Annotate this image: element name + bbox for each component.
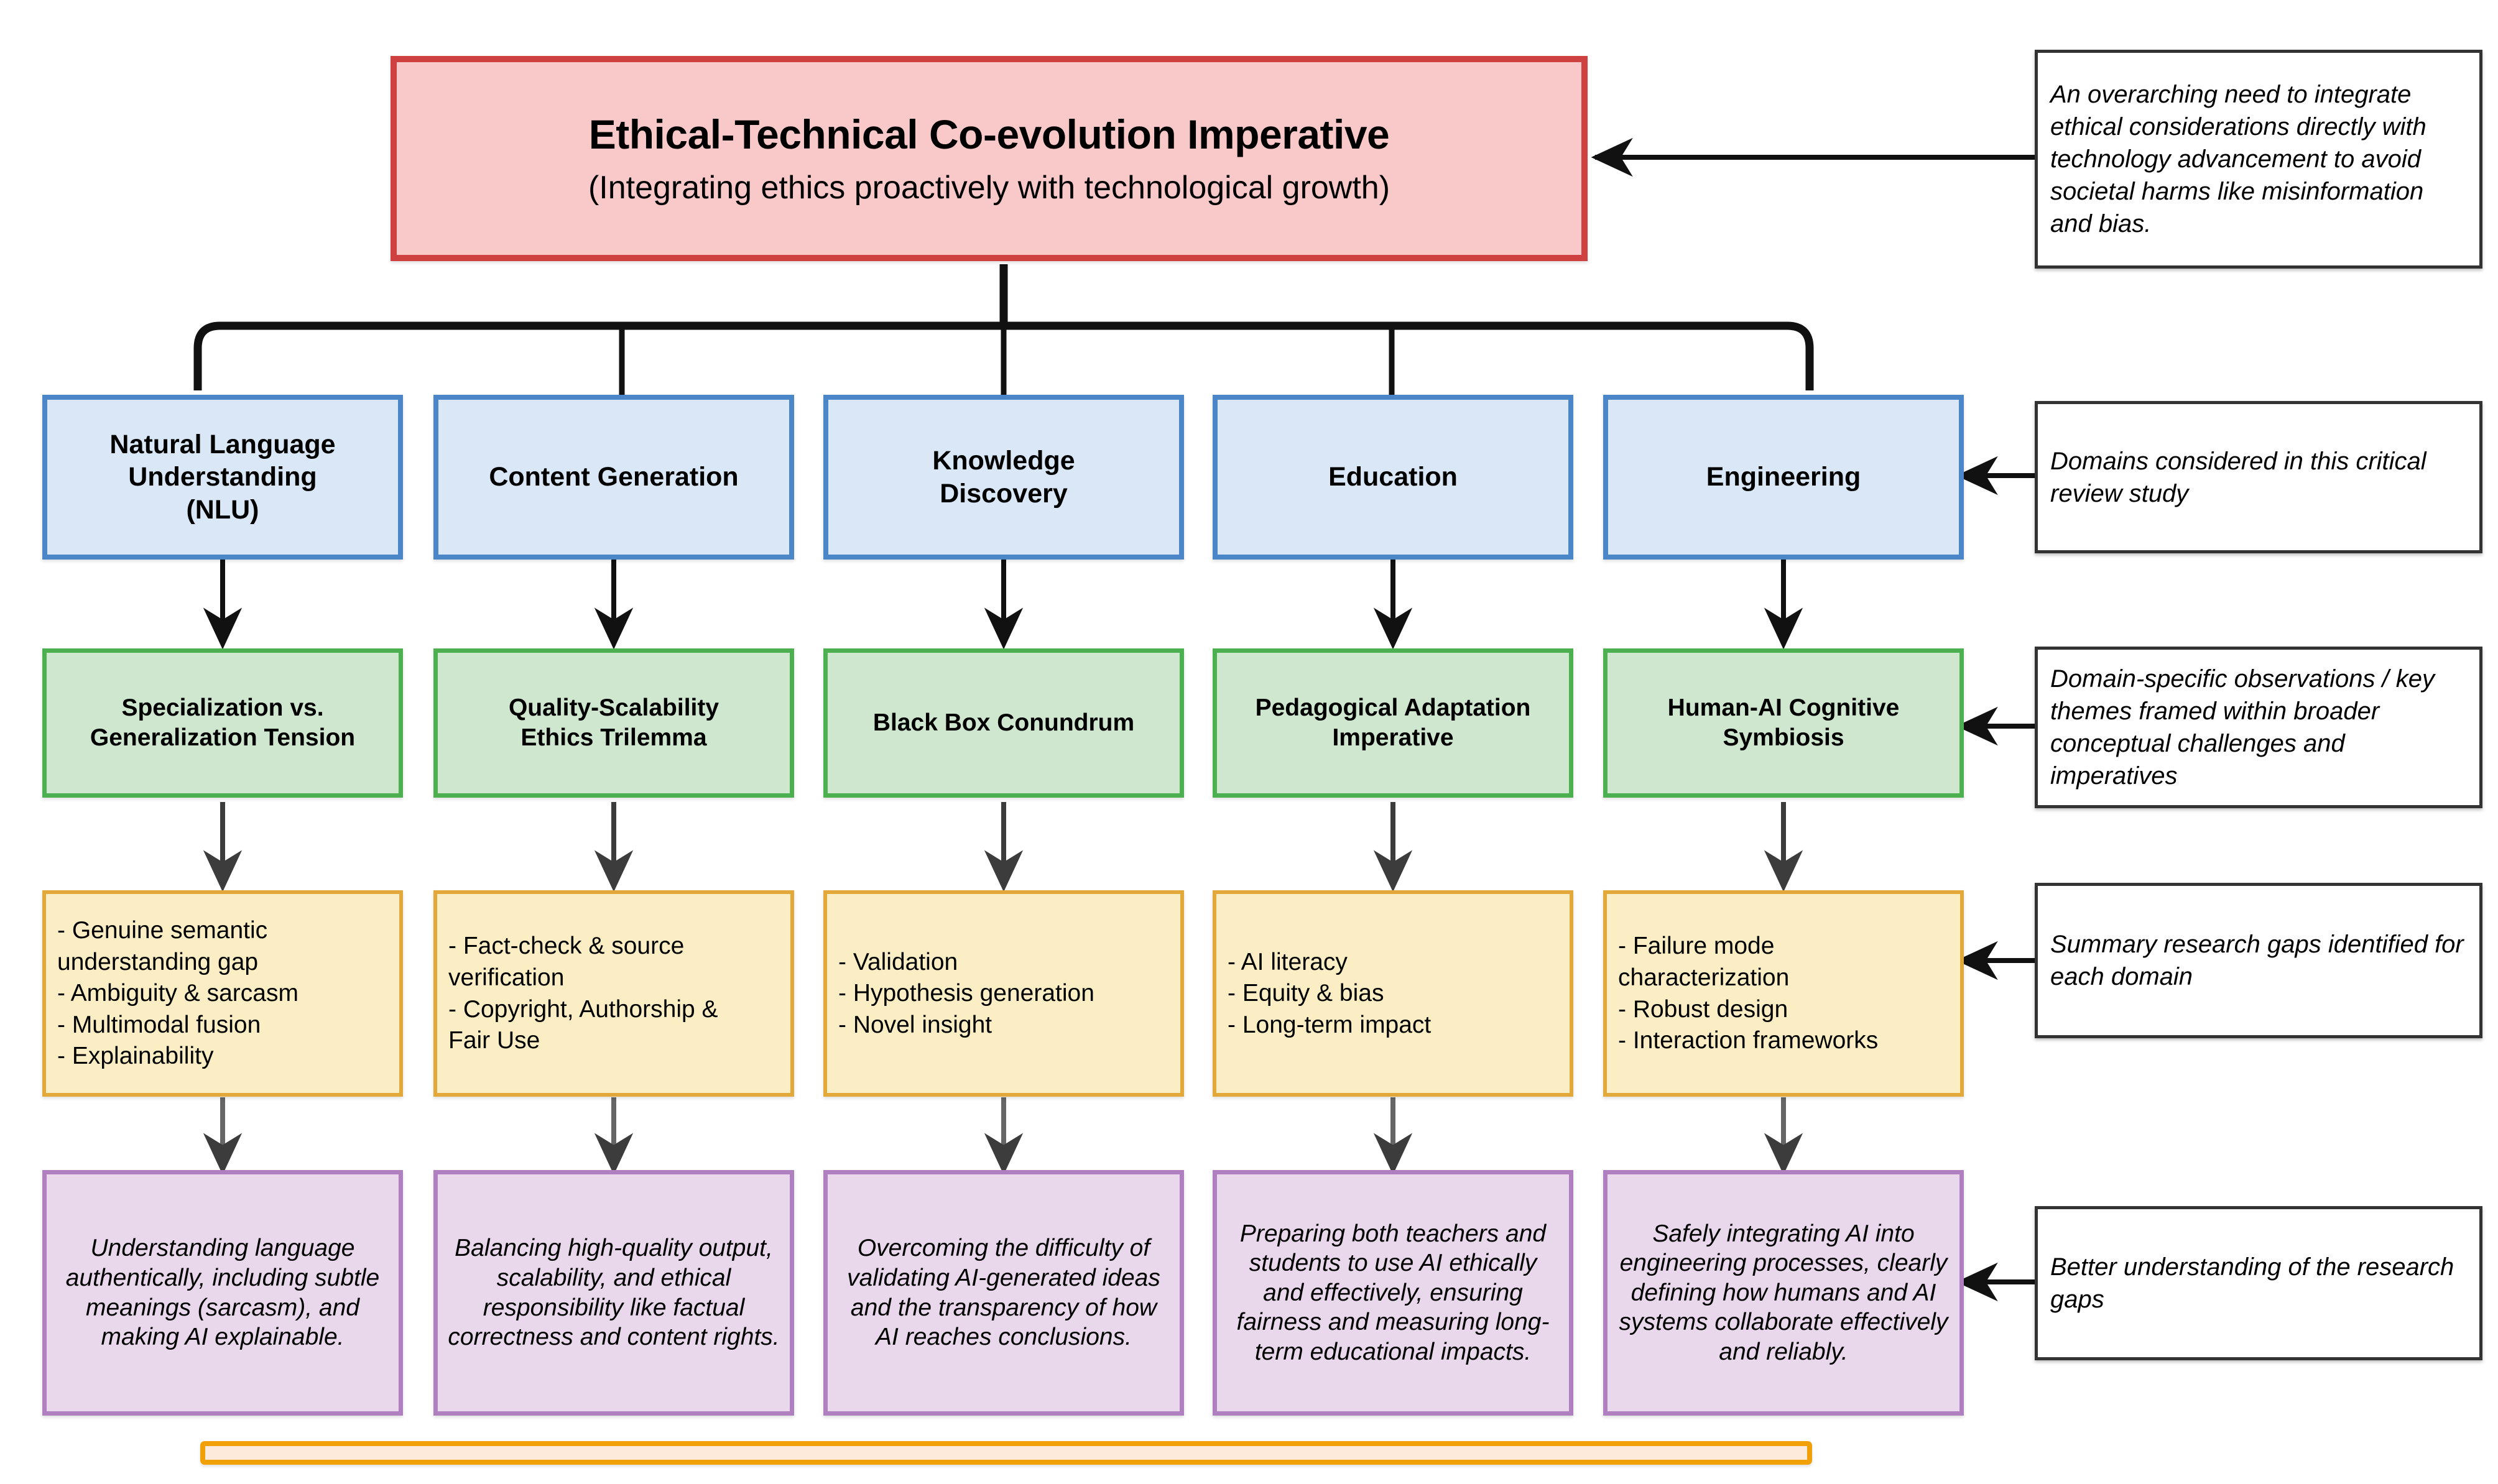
gaps-list: - Fact-check & source verification - Cop… xyxy=(448,929,779,1057)
summary-text: Preparing both teachers and students to … xyxy=(1236,1220,1550,1365)
gaps-list-item: - Explainability xyxy=(57,1043,214,1070)
theme-node-quality-scalability-trilemma[interactable]: Quality-Scalability Ethics Trilemma xyxy=(433,648,794,798)
annotation-note-root[interactable]: An overarching need to integrate ethical… xyxy=(2035,50,2482,269)
root-node[interactable]: Ethical-Technical Co-evolution Imperativ… xyxy=(391,56,1588,261)
domain-node-nlu[interactable]: Natural Language Understanding (NLU) xyxy=(42,395,403,560)
gaps-list-item: verification xyxy=(448,964,565,991)
domain-label: Natural Language Understanding (NLU) xyxy=(109,429,336,525)
gaps-list-item: - Failure mode xyxy=(1618,933,1775,960)
annotation-text: Domains considered in this critical revi… xyxy=(2050,447,2426,507)
summary-node-knowledge-discovery[interactable]: Overcoming the difficulty of validating … xyxy=(823,1170,1184,1416)
gaps-list-item: - Robust design xyxy=(1618,995,1788,1023)
theme-label: Black Box Conundrum xyxy=(872,709,1135,737)
annotation-note-themes[interactable]: Domain-specific observations / key theme… xyxy=(2035,647,2482,808)
gaps-list-item: - Multimodal fusion xyxy=(57,1011,261,1038)
gaps-list-item: - Ambiguity & sarcasm xyxy=(57,980,298,1007)
gaps-list-item: - Genuine semantic xyxy=(57,917,268,944)
annotation-text: Summary research gaps identified for eac… xyxy=(2050,931,2464,990)
theme-label: Pedagogical Adaptation Imperative xyxy=(1255,694,1531,751)
gaps-list: - Failure mode characterization - Robust… xyxy=(1618,929,1949,1057)
theme-label: Human-AI Cognitive Symbiosis xyxy=(1667,694,1900,751)
gaps-list-item: - AI literacy xyxy=(1228,948,1348,975)
domain-node-education[interactable]: Education xyxy=(1213,395,1573,560)
domain-label: Content Generation xyxy=(489,462,739,492)
gaps-node-nlu[interactable]: - Genuine semantic understanding gap - A… xyxy=(42,890,403,1097)
domain-label: Engineering xyxy=(1706,462,1861,492)
summary-text: Overcoming the difficulty of validating … xyxy=(847,1235,1160,1351)
summary-text: Understanding language authentically, in… xyxy=(65,1235,380,1351)
theme-label: Quality-Scalability Ethics Trilemma xyxy=(508,694,719,751)
gaps-list-item: - Validation xyxy=(838,948,958,975)
gaps-list-item: - Equity & bias xyxy=(1228,980,1384,1007)
domain-node-engineering[interactable]: Engineering xyxy=(1603,395,1964,560)
domain-label: Knowledge Discovery xyxy=(932,446,1075,509)
theme-node-specialization-tension[interactable]: Specialization vs. Generalization Tensio… xyxy=(42,648,403,798)
annotation-text: Domain-specific observations / key theme… xyxy=(2050,665,2435,790)
gaps-list-item: - Fact-check & source xyxy=(448,933,685,960)
theme-node-pedagogical-adaptation[interactable]: Pedagogical Adaptation Imperative xyxy=(1213,648,1573,798)
gaps-list: - Genuine semantic understanding gap - A… xyxy=(57,914,388,1073)
gaps-list-item: - Long-term impact xyxy=(1228,1011,1432,1038)
gaps-list: - AI literacy - Equity & bias - Long-ter… xyxy=(1228,946,1558,1042)
domain-node-knowledge-discovery[interactable]: Knowledge Discovery xyxy=(823,395,1184,560)
gaps-list-item: understanding gap xyxy=(57,948,259,975)
gaps-list-item: - Novel insight xyxy=(838,1011,992,1038)
annotation-note-gaps[interactable]: Summary research gaps identified for eac… xyxy=(2035,883,2482,1038)
theme-node-human-ai-symbiosis[interactable]: Human-AI Cognitive Symbiosis xyxy=(1603,648,1964,798)
domain-node-content-generation[interactable]: Content Generation xyxy=(433,395,794,560)
gaps-list-item: - Interaction frameworks xyxy=(1618,1027,1879,1054)
theme-node-black-box-conundrum[interactable]: Black Box Conundrum xyxy=(823,648,1184,798)
summary-node-nlu[interactable]: Understanding language authentically, in… xyxy=(42,1170,403,1416)
gaps-node-content-generation[interactable]: - Fact-check & source verification - Cop… xyxy=(433,890,794,1097)
gaps-list-item: - Hypothesis generation xyxy=(838,980,1094,1007)
gaps-node-education[interactable]: - AI literacy - Equity & bias - Long-ter… xyxy=(1213,890,1573,1097)
annotation-text: Better understanding of the research gap… xyxy=(2050,1253,2454,1313)
gaps-list-item: characterization xyxy=(1618,964,1790,991)
gaps-list-item: Fair Use xyxy=(448,1027,540,1054)
annotation-text: An overarching need to integrate ethical… xyxy=(2050,81,2426,237)
gaps-node-knowledge-discovery[interactable]: - Validation - Hypothesis generation - N… xyxy=(823,890,1184,1097)
footer-accent-bar xyxy=(200,1441,1812,1465)
gaps-list: - Validation - Hypothesis generation - N… xyxy=(838,946,1169,1042)
summary-text: Safely integrating AI into engineering p… xyxy=(1619,1220,1948,1365)
domain-label: Education xyxy=(1328,462,1458,492)
summary-text: Balancing high-quality output, scalabili… xyxy=(448,1235,780,1351)
summary-node-content-generation[interactable]: Balancing high-quality output, scalabili… xyxy=(433,1170,794,1416)
annotation-note-summaries[interactable]: Better understanding of the research gap… xyxy=(2035,1206,2482,1360)
root-subtitle: (Integrating ethics proactively with tec… xyxy=(588,169,1390,206)
summary-node-engineering[interactable]: Safely integrating AI into engineering p… xyxy=(1603,1170,1964,1416)
root-title: Ethical-Technical Co-evolution Imperativ… xyxy=(588,111,1390,158)
annotation-note-domains[interactable]: Domains considered in this critical revi… xyxy=(2035,401,2482,553)
gaps-list-item: - Copyright, Authorship & xyxy=(448,995,718,1023)
gaps-node-engineering[interactable]: - Failure mode characterization - Robust… xyxy=(1603,890,1964,1097)
summary-node-education[interactable]: Preparing both teachers and students to … xyxy=(1213,1170,1573,1416)
theme-label: Specialization vs. Generalization Tensio… xyxy=(90,694,356,751)
